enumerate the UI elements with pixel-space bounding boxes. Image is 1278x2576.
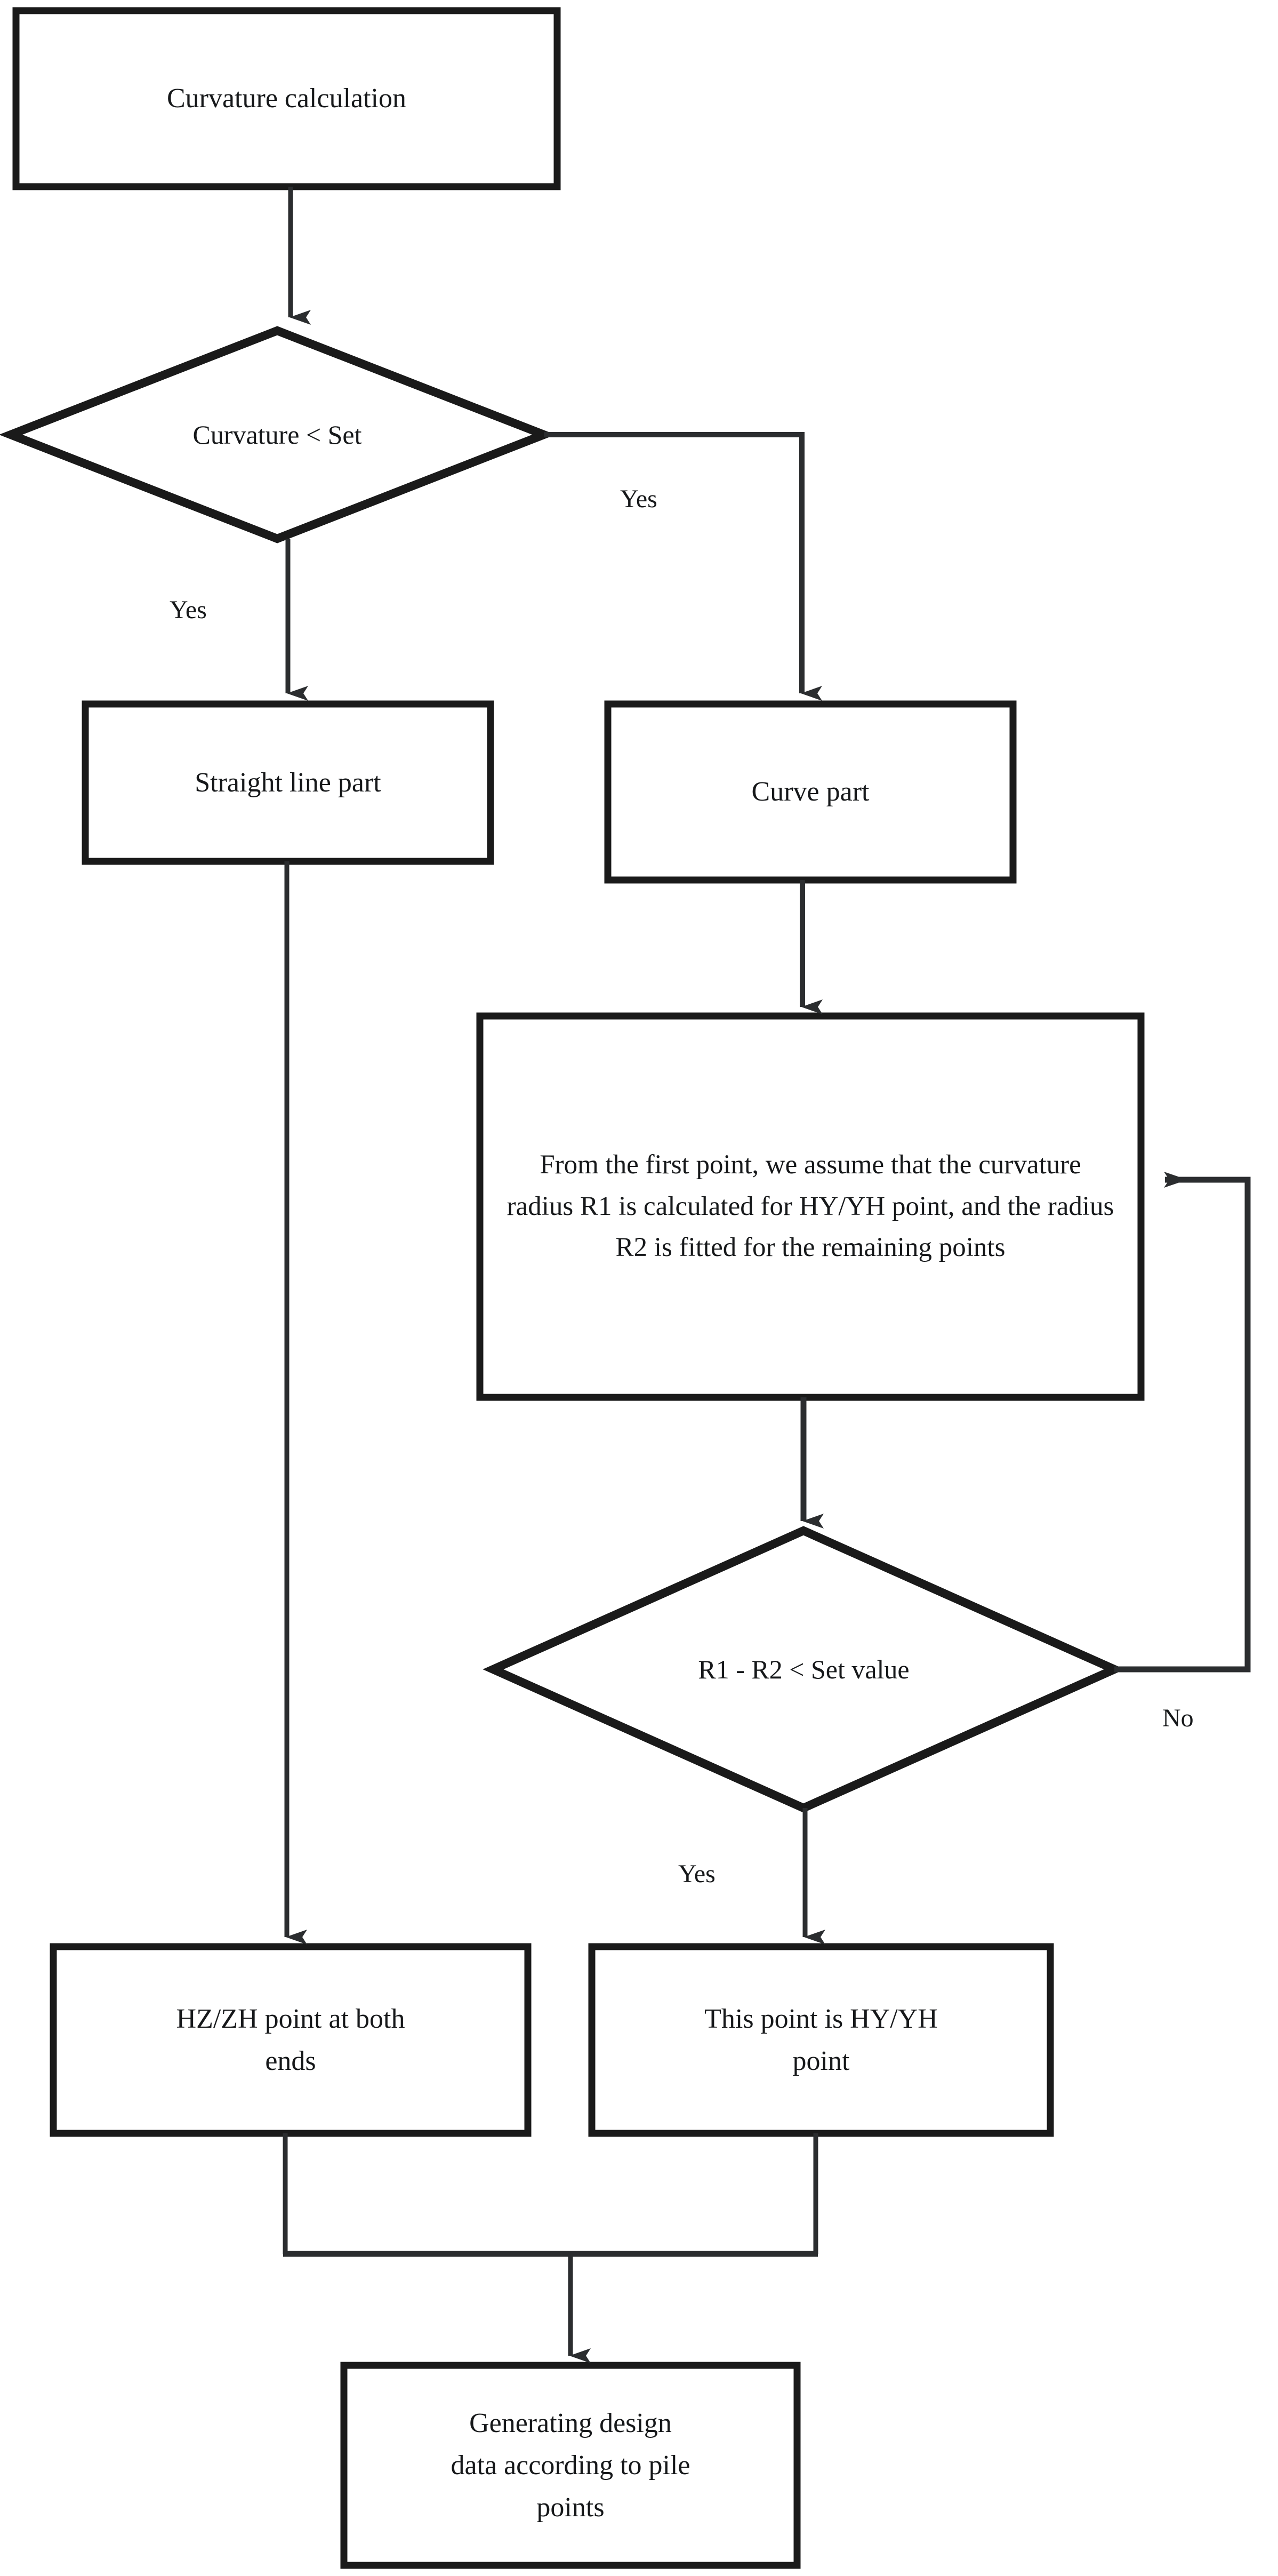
node-curve-part <box>604 700 1017 884</box>
edge-label-yes-right-branch: Yes <box>620 485 657 513</box>
node-curvature-calculation <box>12 7 561 190</box>
node-r1-r2-less-than-set-value <box>483 1526 1125 1813</box>
edge-label-yes-left-branch: Yes <box>170 596 207 624</box>
edge-decision2-no-loop <box>1114 1172 1251 1673</box>
edge-decision1-yes-right <box>544 432 822 701</box>
node-generating-design-data <box>340 2362 801 2569</box>
node-straight-line-part <box>82 700 494 865</box>
node-radius-assumption <box>476 1012 1145 1401</box>
node-hz-zh-point <box>50 1943 532 2137</box>
node-curvature-less-than-set <box>0 326 556 543</box>
node-hy-yh-point <box>588 1943 1054 2137</box>
edge-label-no-feedback-loop: No <box>1162 1704 1194 1732</box>
edge-label-yes-loop-exit: Yes <box>678 1860 716 1888</box>
